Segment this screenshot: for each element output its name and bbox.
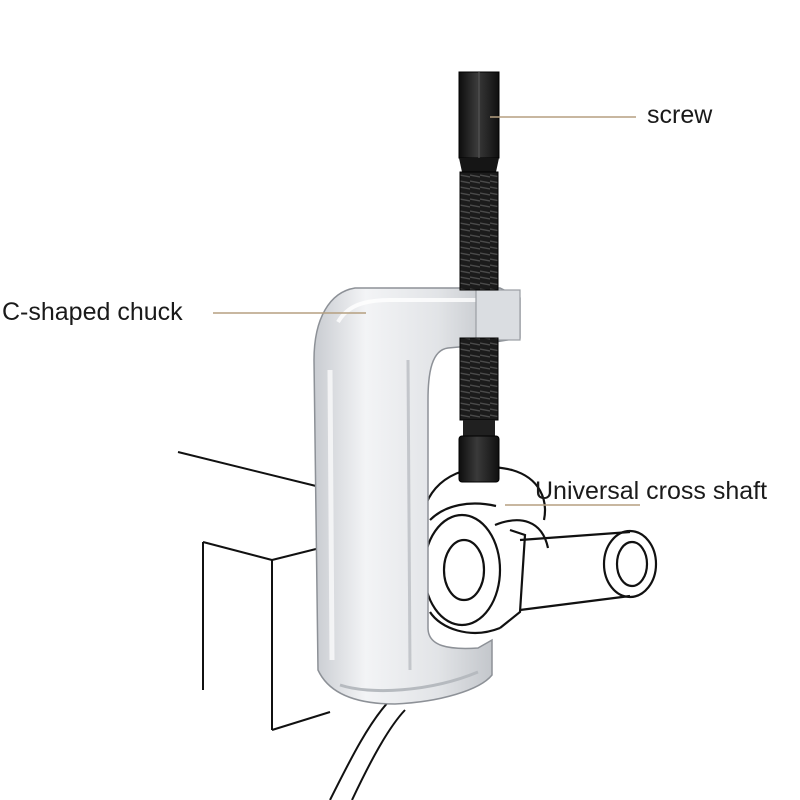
label-screw: screw: [647, 101, 713, 129]
leader-lines: [213, 116, 640, 506]
screw-assembly: [458, 71, 500, 483]
label-universal-cross-shaft: Universal cross shaft: [535, 477, 768, 505]
workbench-outline: [177, 451, 406, 800]
c-shaped-chuck: [313, 287, 521, 705]
label-c-shaped-chuck: C-shaped chuck: [2, 298, 183, 326]
